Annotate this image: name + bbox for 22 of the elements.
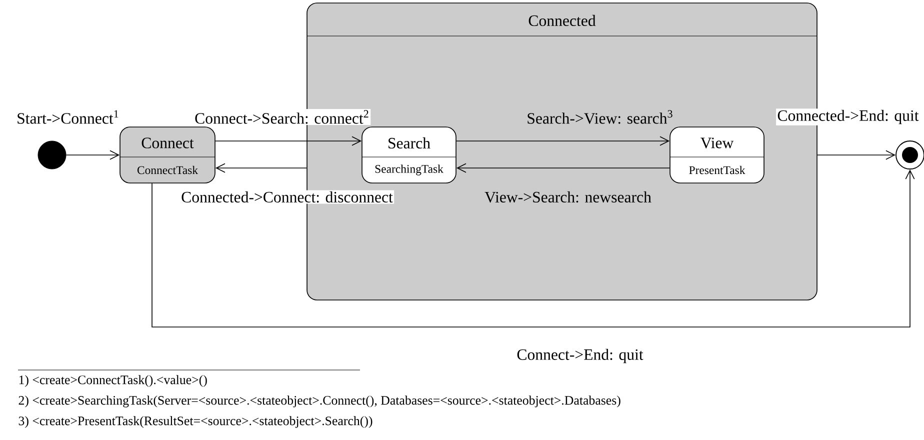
arrow: [215, 136, 362, 146]
edge-label: Start->Connect$^{1}$: [15, 109, 121, 125]
state-box: Search SearchingTask: [362, 126, 456, 184]
footnote: 2) <create>SearchingTask(Server=<source>.<stateobject>.Connect(), Databases=<source>.<stateobject>.Databases): [18, 396, 620, 408]
edge-label: Connect->End: quit: [516, 348, 644, 364]
arrow: [456, 136, 670, 146]
edge-label: View->Search: newsearch: [483, 190, 653, 204]
edge-label: Search->View: search$^{3}$: [526, 108, 675, 125]
arrow: [456, 163, 670, 173]
state-box: View PresentTask: [670, 126, 764, 184]
footnote: 3) <create>PresentTask(ResultSet=<source>.<stateobject>.Search()): [18, 416, 372, 428]
arrow: [215, 163, 308, 173]
footnote: 1) <create>ConnectTask().<value>(): [19, 375, 207, 387]
arrow: [152, 169, 915, 328]
edge-label: Connected->Connect: disconnect: [180, 190, 394, 204]
initial-state-dot: [38, 140, 66, 170]
arrow: [66, 150, 120, 160]
final-state-dot: [896, 140, 924, 170]
state-box: Connect ConnectTask: [120, 126, 216, 184]
edge-label: Connected->End: quit: [776, 108, 920, 126]
edge-label: Connect->Search: connect$^{2}$: [193, 108, 371, 125]
arrow: [817, 150, 896, 160]
